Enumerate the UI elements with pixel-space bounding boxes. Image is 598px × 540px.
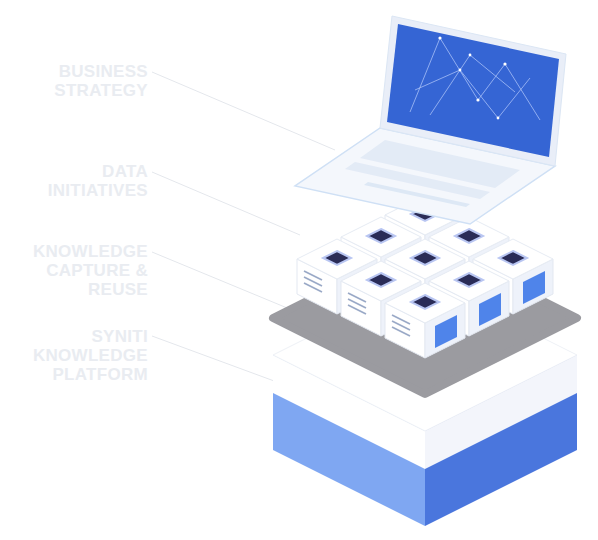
leader-line — [152, 172, 300, 235]
chip-icon — [499, 251, 527, 265]
chip-icon — [367, 229, 395, 243]
chip-icon — [367, 273, 395, 287]
leader-line — [152, 72, 335, 150]
screen-chart — [410, 38, 540, 120]
cube-screen — [479, 293, 501, 326]
chip-icon — [323, 251, 351, 265]
chip-icon — [455, 273, 483, 287]
screen — [387, 24, 559, 157]
chip-icon — [411, 251, 439, 265]
chart-dots — [438, 36, 506, 119]
vent-line — [348, 305, 366, 314]
vent-line — [304, 283, 322, 292]
vent-line — [392, 327, 410, 336]
layer-label: DATA INITIATIVES — [26, 162, 148, 200]
cube-screen — [523, 271, 545, 304]
chip-icon — [455, 229, 483, 243]
layer-label: KNOWLEDGE CAPTURE & REUSE — [26, 242, 148, 299]
screen-frame — [380, 16, 566, 166]
leader-line — [152, 336, 285, 385]
cube-screen — [435, 315, 457, 348]
laptop — [295, 16, 566, 224]
leader-line — [152, 252, 292, 310]
chip-icon — [411, 295, 439, 309]
layer-label: SYNITI KNOWLEDGE PLATFORM — [26, 327, 148, 384]
server-cube — [385, 283, 465, 358]
layer-label: BUSINESS STRATEGY — [26, 62, 148, 100]
data-cubes — [297, 195, 553, 358]
